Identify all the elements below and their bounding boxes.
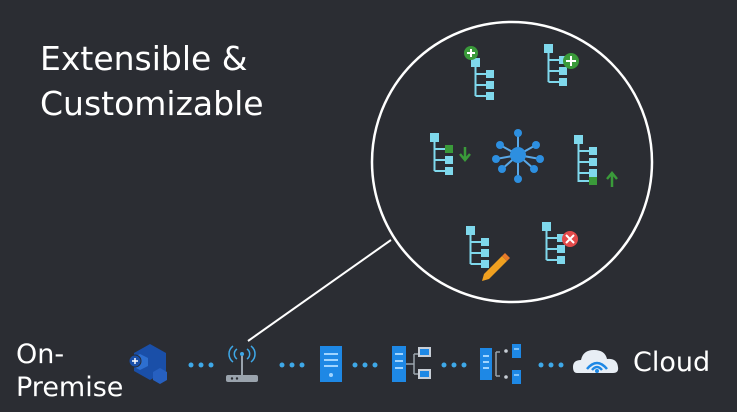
hub-network-icon: [492, 129, 544, 183]
cloud-label: Cloud: [633, 347, 711, 378]
connector-dots-4: [441, 362, 467, 368]
connector-dots-5: [538, 362, 564, 368]
router-icon: [226, 345, 258, 382]
cloud-icon: [573, 350, 619, 373]
hierarchy-export-icon: [573, 134, 618, 187]
page-title: Extensible & Customizable: [40, 39, 264, 123]
connector-dots-2: [279, 362, 305, 368]
on-premise-label: On- Premise: [16, 339, 124, 403]
hierarchy-edit-icon: [465, 225, 510, 281]
network-servers-icon: [392, 346, 431, 382]
hierarchy-add-top-icon: [464, 46, 495, 101]
server-icon: [320, 346, 342, 382]
server-sync-icon: [480, 344, 521, 384]
hierarchy-import-icon: [429, 132, 471, 176]
callout-circle: [370, 20, 654, 304]
callout-line: [247, 239, 392, 342]
connector-dots-3: [352, 362, 378, 368]
hexagon-cluster-icon: [128, 344, 167, 384]
hierarchy-delete-icon: [541, 221, 578, 265]
hierarchy-add-right-icon: [543, 43, 579, 87]
connector-dots-1: [188, 362, 214, 368]
